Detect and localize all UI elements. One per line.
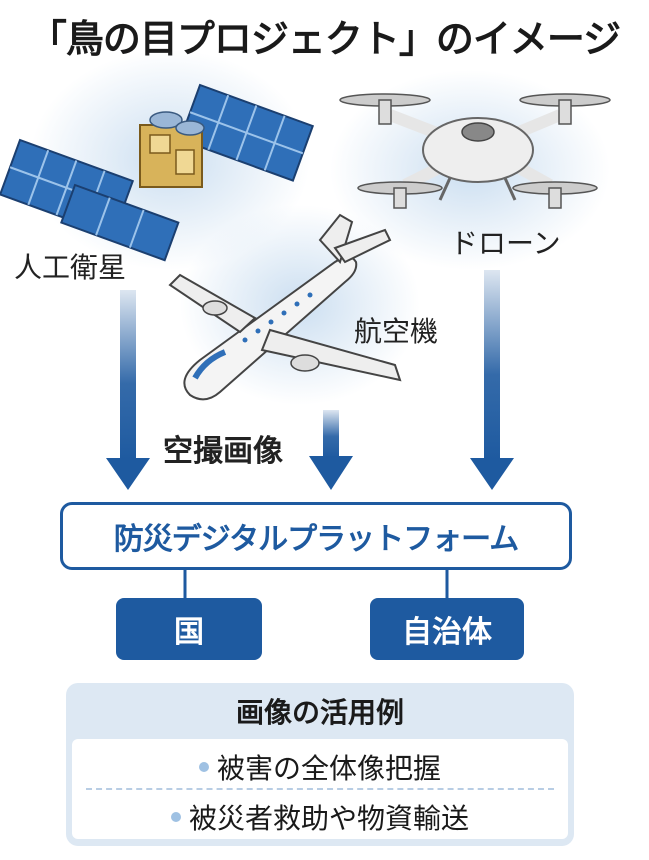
aerial-image-label: 空撮画像 [163,434,283,469]
bullet-icon [198,762,209,772]
usage-panel: 画像の活用例 被害の全体像把握 被災者救助や物資輸送 [66,683,574,846]
drone-label: ドローン [450,227,561,260]
diagram-title: 「鳥の目プロジェクト」のイメージ [28,17,621,61]
aircraft-arrow [309,410,353,490]
platform-label: 防災デジタルプラットフォーム [113,522,519,557]
list-item: 被災者救助や物資輸送 [72,797,568,837]
national-box: 国 [116,598,262,660]
bullet-icon [170,812,181,822]
usage-item-text: 被害の全体像把握 [216,752,441,785]
list-item: 被害の全体像把握 [72,747,568,787]
divider [86,788,554,790]
disaster-platform-box: 防災デジタルプラットフォーム [60,502,572,570]
local-government-label: 自治体 [402,615,492,650]
airplane-icon [168,213,402,401]
satellite-icon [0,83,315,262]
aircraft-label: 航空機 [354,315,439,348]
usage-item-text: 被災者救助や物資輸送 [188,802,469,835]
satellite-arrow [106,290,150,490]
drone-icon [339,93,611,209]
local-government-box: 自治体 [370,598,524,660]
satellite-label: 人工衛星 [14,251,127,284]
drone-arrow [470,270,514,490]
national-label: 国 [174,615,204,650]
usage-heading: 画像の活用例 [235,696,404,729]
usage-list: 被害の全体像把握 被災者救助や物資輸送 [72,739,568,839]
